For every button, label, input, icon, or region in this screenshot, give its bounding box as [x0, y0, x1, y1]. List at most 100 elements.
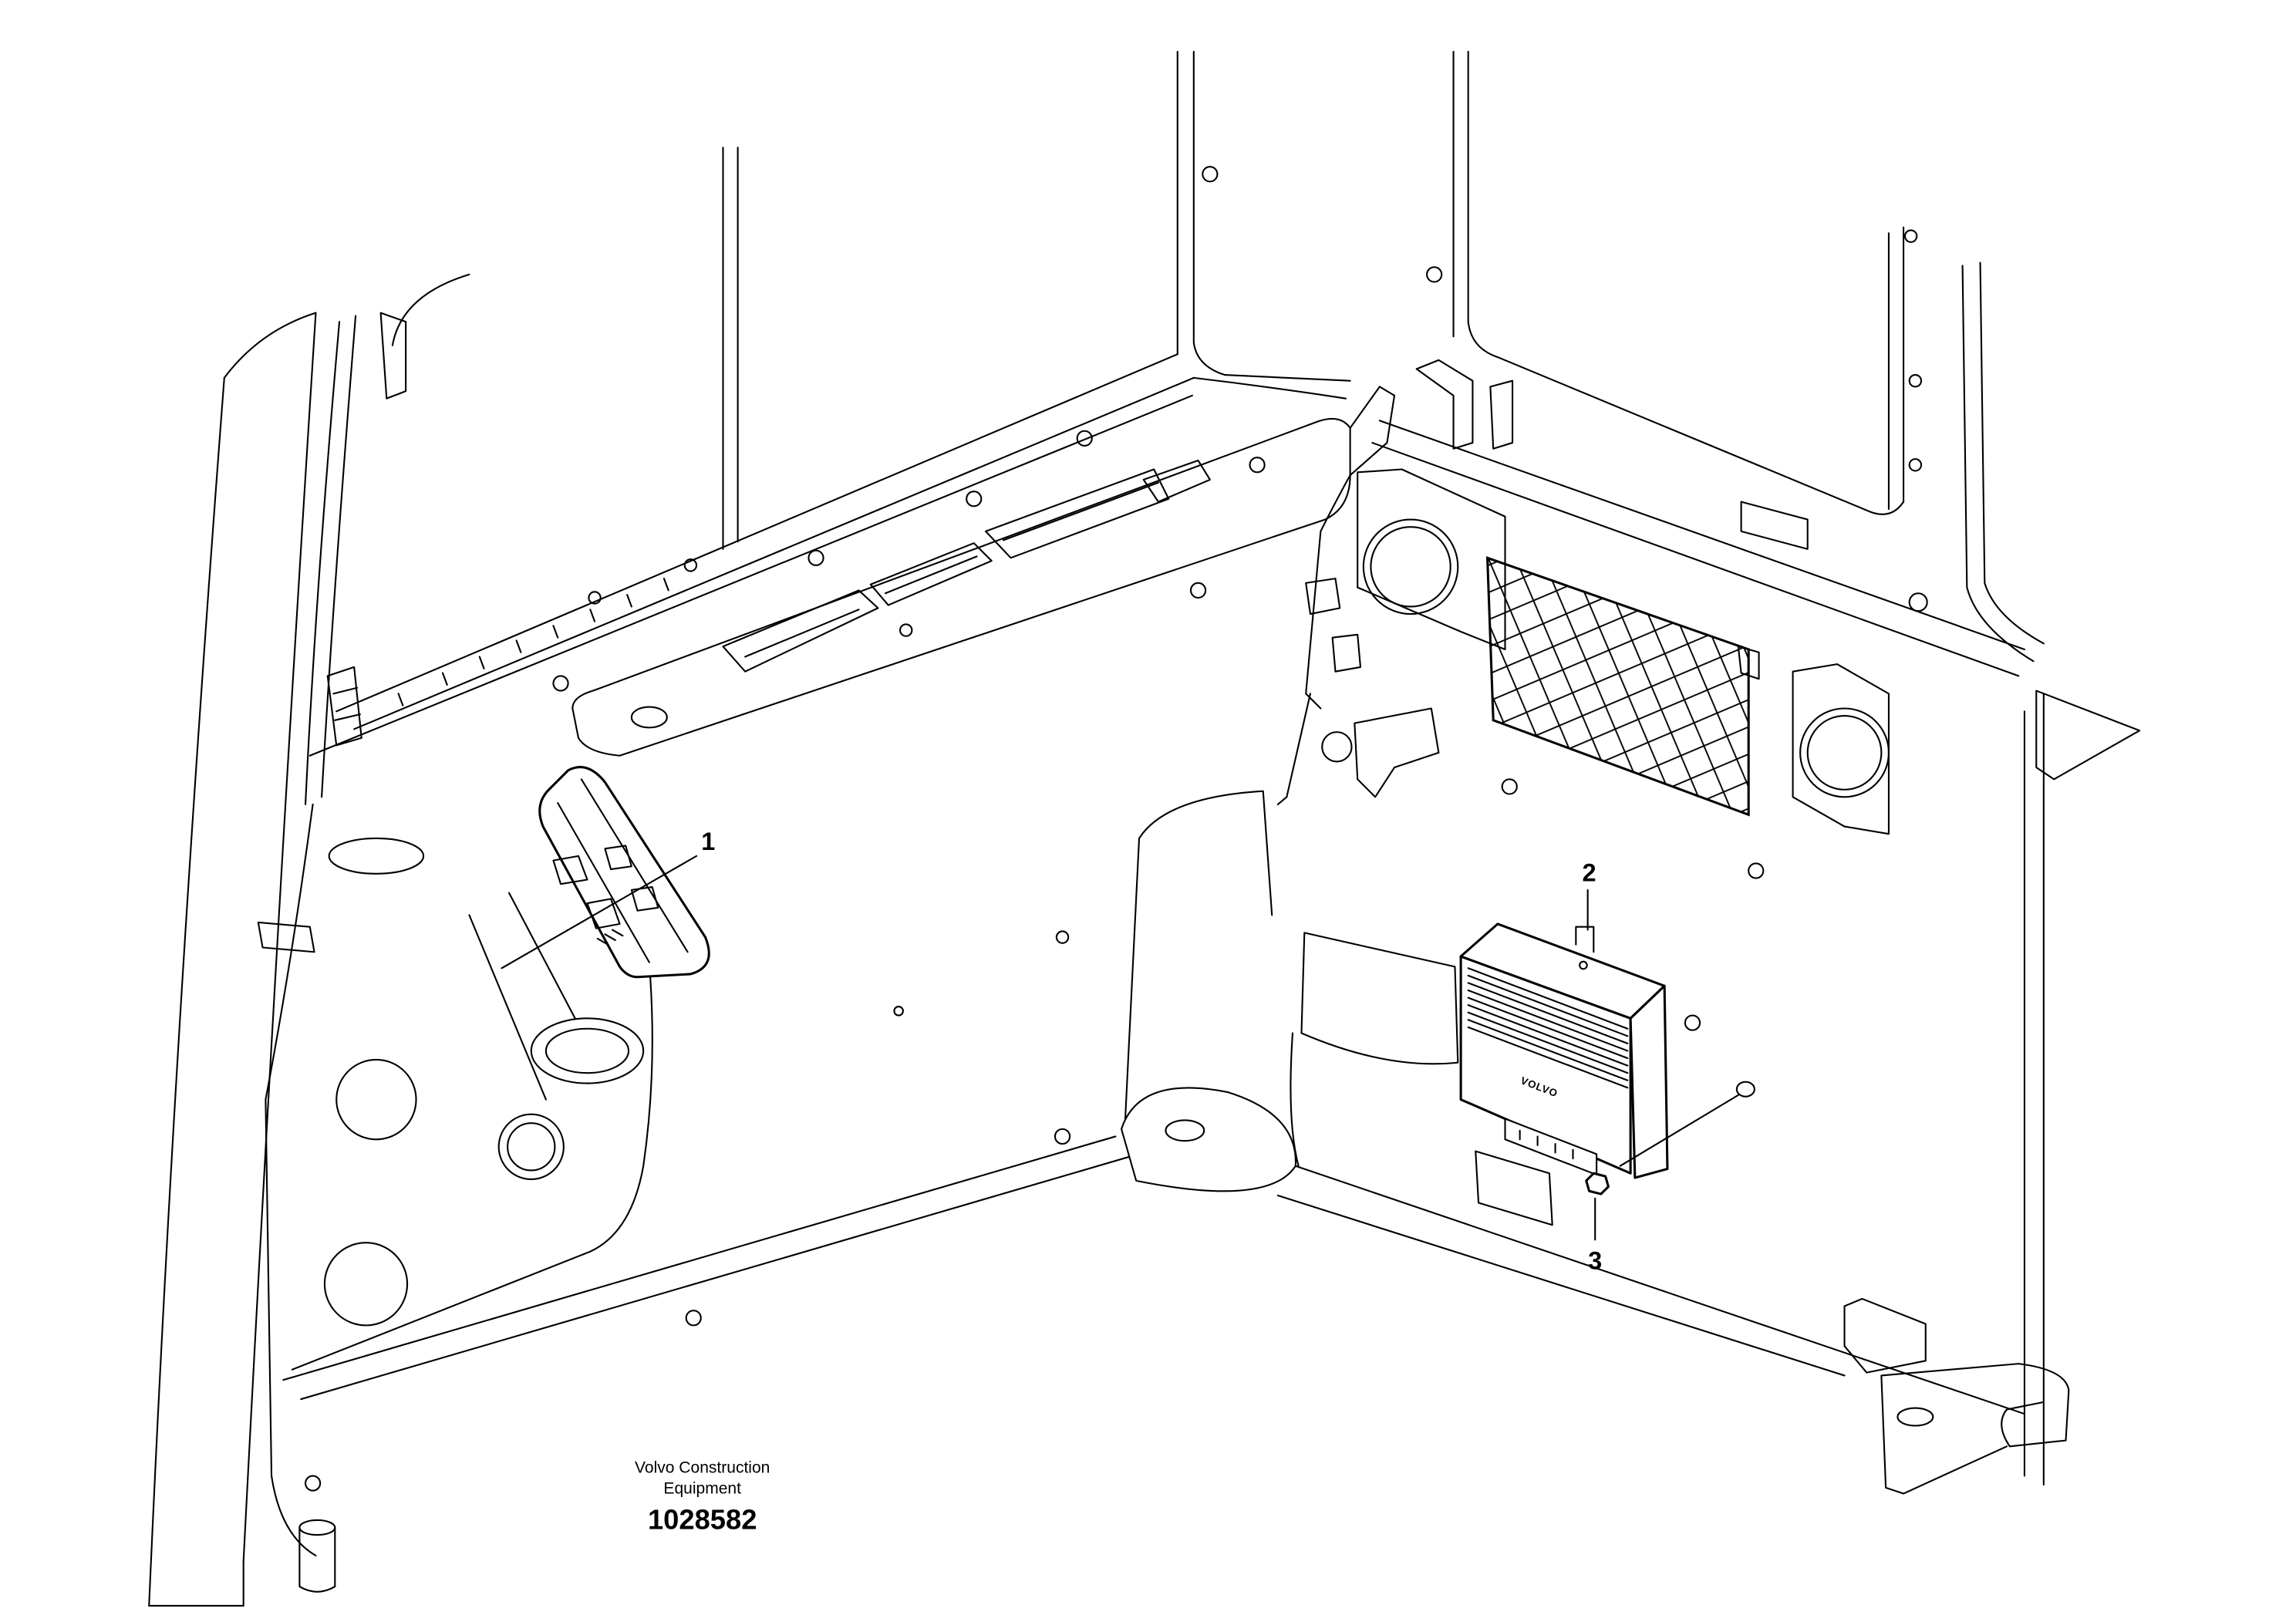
part-3-bolt [1585, 1172, 1610, 1195]
callout-1: 1 [701, 828, 715, 855]
recess-top [328, 837, 425, 875]
control-panel-button [586, 898, 621, 929]
rear-window-hinge [1415, 359, 1474, 450]
right-window-post [1887, 226, 1905, 511]
pillar-top-edge [223, 312, 317, 379]
sill-trim-lines [308, 353, 1195, 757]
screw [1054, 1128, 1071, 1145]
screw [1684, 1014, 1701, 1031]
speaker-right-inner [1806, 715, 1883, 791]
pillar-bottom-edge [148, 1560, 244, 1607]
top-right-bracket [2035, 690, 2141, 781]
console-corner-piece [1349, 386, 1396, 477]
company-name-line2: Equipment [663, 1480, 741, 1498]
rear-window-left-post [1176, 50, 1226, 376]
control-unit-cooling-fins [1467, 967, 1629, 1089]
screw [1908, 458, 1923, 472]
bracket-bushing [1896, 1407, 1934, 1427]
callout-1-leader [501, 855, 698, 969]
lower-hinge-bracket [257, 921, 315, 953]
floor-tab [1843, 1297, 1927, 1374]
floor-knob-top [298, 1519, 336, 1536]
rear-floor-edge [1276, 1165, 2026, 1415]
console-ring [630, 706, 668, 729]
speaker-left-outer [1362, 518, 1459, 615]
speaker-right-outer [1799, 707, 1890, 798]
control-panel-button [604, 845, 632, 871]
bottom-right-bracket [1880, 1363, 2070, 1495]
side-sill-trim [308, 353, 1351, 757]
vent-right [984, 468, 1170, 559]
floor-knob [298, 1526, 336, 1593]
control-panel-face-edge [557, 778, 689, 963]
floor-front-edge [282, 1135, 1135, 1401]
rear-wall-corner-edge [1286, 474, 1351, 798]
company-name-line1: Volvo Construction [635, 1459, 770, 1477]
latch-plate [1740, 501, 1809, 550]
control-unit-connector-pins [1519, 1129, 1574, 1160]
console-card-slot [1142, 459, 1211, 503]
callout-3: 3 [1588, 1247, 1602, 1275]
screw [1076, 430, 1093, 447]
pillar-outer-edge [148, 376, 225, 1607]
control-panel-body [538, 766, 710, 979]
screw [899, 623, 913, 637]
screw [1903, 229, 1918, 243]
fasteners [304, 166, 1928, 1492]
corner-bracket-lower [1331, 633, 1362, 673]
screw [1249, 457, 1266, 474]
rear-window-right-post [1452, 50, 1905, 515]
control-panel-button [552, 855, 588, 885]
vent-left [722, 589, 879, 673]
door-frame-curve [391, 273, 470, 346]
sill-trim-corner [1192, 373, 1351, 400]
cup-holder-inner [544, 1027, 630, 1074]
rear-window-latch [1489, 379, 1514, 450]
pillar-bracket [379, 312, 407, 400]
part-1-control-panel [538, 766, 710, 979]
knob-holder-bracket [1354, 707, 1440, 798]
vent-middle [869, 542, 993, 606]
right-window-frame [1961, 261, 2045, 663]
control-unit-mount-tab [1575, 926, 1595, 953]
screw [304, 1475, 322, 1492]
side-wall-plug [497, 1113, 565, 1180]
pedestal-hole [1165, 1119, 1205, 1142]
side-window-post [722, 147, 739, 550]
column-outline [1123, 790, 1288, 1138]
drawing-number: 1028582 [648, 1503, 757, 1535]
window-frames [722, 50, 2045, 663]
floor-pedestal [1121, 1087, 1296, 1192]
center-column [1121, 790, 1459, 1192]
screw [1908, 373, 1923, 388]
screw [1189, 582, 1207, 599]
title-block: Volvo Construction Equipment 1028582 [635, 1459, 770, 1536]
storage-net-mesh [1485, 556, 1750, 817]
rear-wall-plate [1475, 1150, 1553, 1226]
screw [683, 558, 698, 572]
armrest-support [468, 892, 584, 1101]
door-hinge-bracket [326, 666, 362, 747]
speaker-left-inner [1370, 526, 1451, 608]
side-wall-hole-lower [323, 1242, 409, 1327]
screw [1748, 862, 1765, 879]
side-wall-hole-upper [335, 1058, 417, 1141]
corner-bracket-upper [1305, 578, 1341, 615]
cab-front-pillar [148, 273, 470, 1607]
screw-head [1735, 1081, 1755, 1098]
sill-trim-ticks [397, 578, 669, 706]
storage-net [1485, 556, 1760, 817]
control-panel-connector [596, 929, 624, 946]
bolt-head [1585, 1172, 1610, 1195]
storage-net-clip [1737, 646, 1760, 680]
adjuster-knob [1321, 731, 1353, 763]
side-wall-plug-inner [507, 1122, 556, 1172]
screw [552, 675, 569, 692]
screw [807, 549, 824, 566]
callout-2: 2 [1583, 858, 1596, 886]
side-wall-edge [265, 803, 317, 1556]
pillar-seal-strip [304, 315, 357, 805]
screw [966, 491, 983, 508]
speakers [1357, 468, 1890, 835]
